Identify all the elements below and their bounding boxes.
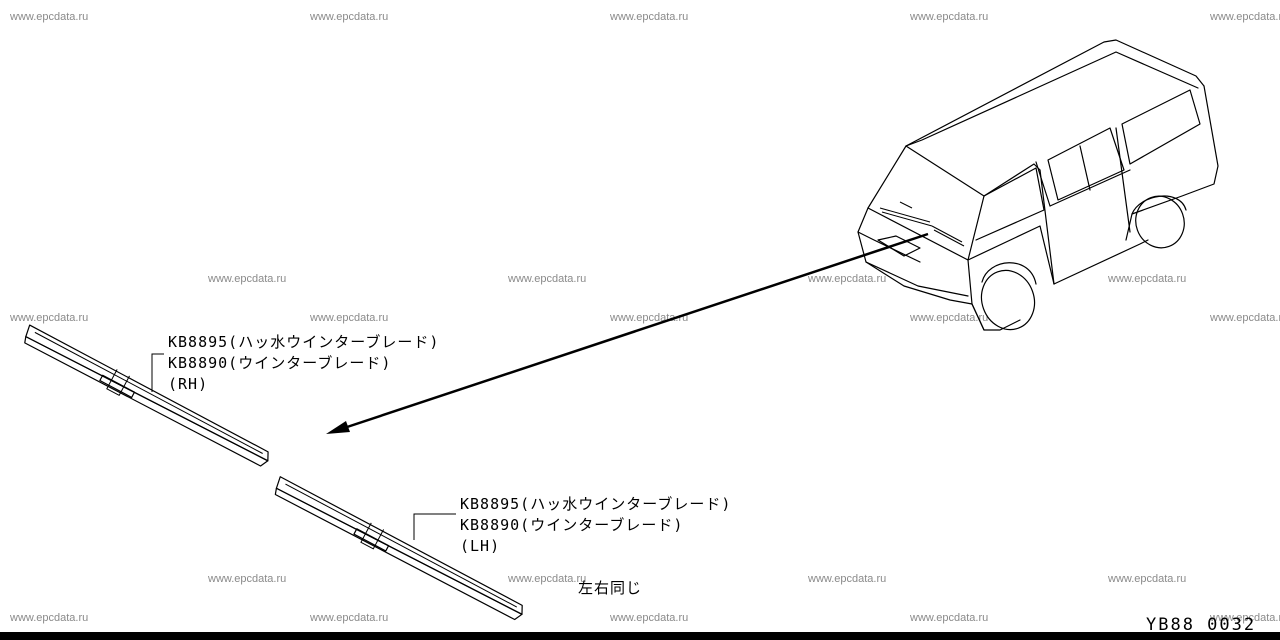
van-illustration xyxy=(857,39,1219,331)
watermark: www.epcdata.ru xyxy=(909,11,988,23)
pointer-arrow xyxy=(326,232,929,434)
watermark: www.epcdata.ru xyxy=(1209,312,1280,324)
watermark: www.epcdata.ru xyxy=(207,573,286,585)
watermark: www.epcdata.ru xyxy=(609,11,688,23)
watermark: www.epcdata.ru xyxy=(9,11,88,23)
watermark: www.epcdata.ru xyxy=(807,273,886,285)
watermark: www.epcdata.ru xyxy=(507,573,586,585)
same-both-sides-note: 左右同じ xyxy=(578,579,642,597)
watermark: www.epcdata.ru xyxy=(609,612,688,624)
watermark-layer: www.epcdata.ru www.epcdata.ru www.epcdat… xyxy=(9,11,1280,624)
watermark: www.epcdata.ru xyxy=(1209,612,1280,624)
bottom-border xyxy=(0,632,1280,640)
part-label-lh-2: KB8890(ウインターブレード) xyxy=(460,516,683,534)
watermark: www.epcdata.ru xyxy=(909,612,988,624)
wiper-blade-rh xyxy=(24,324,269,467)
leader-lh xyxy=(413,513,456,540)
watermark: www.epcdata.ru xyxy=(9,312,88,324)
wiper-blade-lh xyxy=(274,476,523,621)
part-label-rh-1: KB8895(ハッ水ウインターブレード) xyxy=(168,333,439,351)
watermark: www.epcdata.ru xyxy=(9,612,88,624)
watermark: www.epcdata.ru xyxy=(309,312,388,324)
watermark: www.epcdata.ru xyxy=(1209,11,1280,23)
part-label-lh-1: KB8895(ハッ水ウインターブレード) xyxy=(460,495,731,513)
watermark: www.epcdata.ru xyxy=(507,273,586,285)
watermark: www.epcdata.ru xyxy=(1107,273,1186,285)
leader-rh xyxy=(151,353,164,392)
watermark: www.epcdata.ru xyxy=(909,312,988,324)
watermark: www.epcdata.ru xyxy=(207,273,286,285)
diagram-code: YB88 0032 xyxy=(1146,615,1256,635)
watermark: www.epcdata.ru xyxy=(807,573,886,585)
part-label-rh-2: KB8890(ウインターブレード) xyxy=(168,354,391,372)
side-label-lh: (LH) xyxy=(460,537,500,555)
side-label-rh: (RH) xyxy=(168,375,208,393)
watermark: www.epcdata.ru xyxy=(309,11,388,23)
watermark: www.epcdata.ru xyxy=(309,612,388,624)
watermark: www.epcdata.ru xyxy=(1107,573,1186,585)
